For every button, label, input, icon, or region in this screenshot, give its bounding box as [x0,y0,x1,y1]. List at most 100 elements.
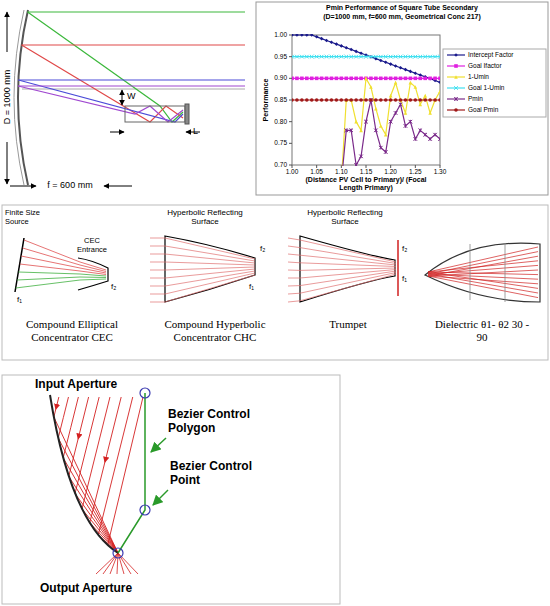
ray-line [117,553,118,574]
data-marker [354,77,358,81]
data-marker [384,150,388,154]
data-marker [305,98,309,102]
data-marker [438,77,440,81]
data-marker [423,133,427,137]
data-marker [292,98,294,102]
data-marker [310,98,314,102]
data-marker [335,42,339,46]
ray-line [75,494,118,554]
figure-label: Hyperbolic Reflecting Surface [305,208,385,226]
ray-line [150,246,255,261]
axis-tick-label: 1.25 [409,168,422,175]
data-marker [300,77,304,81]
data-marker [394,55,398,59]
data-series [341,78,440,166]
focus-label: f₁ [402,274,407,283]
panel-frame [2,205,548,360]
primary-mirror [14,10,24,185]
axis-tick [341,165,342,168]
data-marker [315,55,319,59]
ray-line [90,397,121,523]
ray-line [288,262,396,267]
axis-tick [366,165,367,168]
data-marker [409,70,413,74]
control-point [140,505,150,515]
data-marker [300,98,304,102]
axis-tick-label: 1.30 [434,168,447,175]
concentrator-figures [15,236,540,302]
dielectric-lens [425,243,540,302]
cec-reflector [78,258,108,290]
axis-tick-label: 0.90 [274,75,287,82]
data-marker [418,77,422,81]
data-series [292,35,440,82]
data-marker [454,97,458,101]
ray-line [18,86,183,122]
data-marker [325,98,329,102]
legend-sample [447,97,465,101]
data-marker [320,77,324,81]
ray-line [150,267,255,270]
data-marker [359,55,363,59]
figure-label: Finite Size Source [5,209,50,226]
axis-tick-label: 1.20 [384,168,397,175]
data-marker [389,77,393,81]
leader-arrow [153,490,168,505]
data-marker [369,77,373,81]
data-marker [330,55,334,59]
control-point [140,388,150,398]
axis-tick-label: 1.10 [335,168,348,175]
focus-label: f₁ [249,282,254,291]
ray-line [118,553,138,574]
figure-caption: Dielectric θ1- θ2 30 - 90 [435,318,530,343]
axis-tick-label: 0.70 [274,161,287,168]
ray-line [150,254,255,263]
data-marker [374,107,378,111]
data-marker [384,133,388,137]
ray-line [428,276,538,298]
dimension-arrow [122,90,123,105]
figure-caption: Compound Elliptical Concentrator CEC [12,318,132,343]
ray-line [150,271,255,286]
data-marker [379,55,383,59]
data-marker [364,120,368,124]
figure-label: Hyperbolic Reflecting Surface [165,208,245,226]
ray-line [98,397,132,535]
ray-line [54,397,59,417]
axis-tick [289,143,292,144]
dimension-label: f = 600 mm [47,180,92,190]
axis-tick [289,56,292,57]
ray-line [18,272,80,274]
data-marker [438,90,440,94]
data-marker [292,55,294,59]
axis-tick-label: 0.80 [274,118,287,125]
data-marker [315,77,319,81]
axis-tick [289,165,292,166]
data-marker [379,98,383,102]
ray-line [82,509,118,553]
ray-line [288,238,396,262]
control-point [113,548,123,558]
data-marker [344,46,348,50]
data-marker [300,34,304,37]
data-marker [423,98,427,102]
data-marker [300,55,304,59]
data-marker [389,62,393,66]
ray-line [75,397,99,494]
axis-tick-label: 1.15 [360,168,373,175]
data-marker [379,146,383,150]
legend-label: Goal Pmin [468,106,498,113]
data-marker [359,129,363,133]
ray-line [288,246,396,264]
data-marker [409,98,413,102]
ray-line [80,274,106,276]
data-marker [423,55,427,59]
data-marker [433,98,437,102]
data-marker [325,77,329,81]
data-marker [330,40,334,44]
data-marker [404,77,408,81]
data-marker [305,55,309,59]
dimension-arrow [10,186,36,187]
data-marker [349,98,353,102]
